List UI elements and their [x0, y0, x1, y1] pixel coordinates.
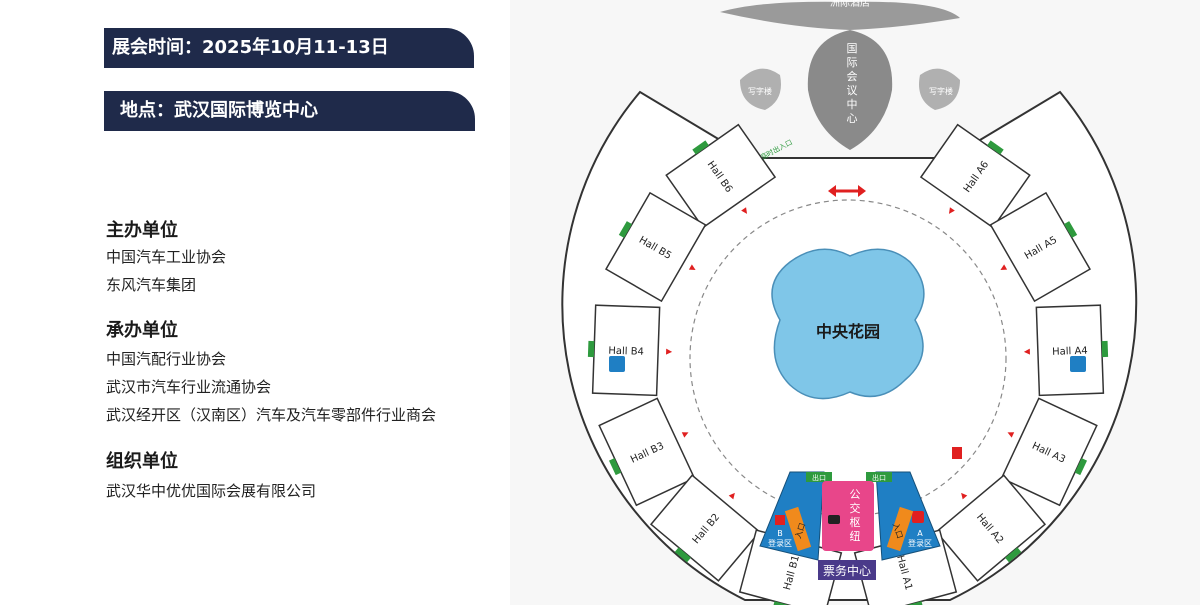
hall-shape	[989, 191, 1091, 303]
venue-banner: 地点：武汉国际博览中心	[104, 91, 475, 131]
registration-b-label: 登录区	[768, 538, 792, 548]
hall-block: Hall A3	[1000, 397, 1098, 507]
hall-arrow-icon	[1007, 432, 1015, 438]
hall-block: Hall A5	[989, 191, 1091, 303]
hall-exit-sign	[692, 140, 709, 155]
exhibition-time-banner: 展会时间：2025年10月11-13日	[104, 28, 474, 68]
hall-shape	[1035, 304, 1105, 397]
hall-exit-sign	[674, 547, 691, 563]
hall-block: Hall A2	[935, 474, 1047, 582]
office-left	[740, 68, 781, 110]
hall-arrow-icon	[681, 432, 689, 438]
entrance-b	[784, 506, 812, 552]
hall-arrow-icon	[1023, 348, 1030, 355]
first-aid-icon	[775, 515, 785, 525]
hall-exit-sign	[608, 458, 622, 476]
bus-hub-char: 枢	[850, 515, 861, 529]
hall-block: Hall B5	[605, 191, 707, 303]
office-left-label: 写字楼	[748, 86, 772, 96]
exit-left-label: 出口	[812, 473, 826, 482]
hall-arrow-icon	[666, 348, 673, 355]
hall-label: Hall B4	[608, 346, 644, 358]
hall-block: Hall B2	[649, 474, 761, 582]
bus-hub-char: 公	[850, 488, 861, 501]
hall-arrow-icon	[1000, 264, 1008, 270]
hall-exit-sign	[1074, 458, 1088, 476]
hall-arrow-icon	[688, 264, 696, 270]
hall-shape	[598, 397, 696, 507]
inner-walkway	[689, 199, 1007, 517]
bus-hub-char: 交	[850, 501, 861, 515]
conference-center-char: 际	[847, 56, 858, 69]
host-item: 中国汽车工业协会	[106, 248, 227, 266]
hall-shape	[919, 123, 1031, 229]
conference-center-char: 中	[847, 98, 858, 111]
bus-hub-char: 纽	[850, 529, 861, 543]
ticket-center-label: 票务中心	[823, 563, 871, 578]
conference-center-char: 心	[847, 112, 858, 125]
hall-exit-sign	[987, 140, 1004, 155]
ticket-center	[818, 560, 876, 580]
hall-exit-sign	[587, 340, 595, 358]
hall-arrow-icon	[948, 207, 955, 214]
hall-label: Hall A4	[1052, 346, 1088, 358]
host-title: 主办单位	[106, 220, 178, 241]
bus-hub	[822, 481, 874, 551]
hotel-label: 洲际酒店	[830, 0, 870, 9]
hall-exit-sign	[1101, 340, 1109, 358]
organizing-unit-item: 武汉华中优优国际会展有限公司	[106, 482, 317, 500]
hall-block: Hall B4	[587, 304, 673, 397]
organizer-title: 承办单位	[106, 320, 178, 341]
hotel-building	[720, 1, 960, 30]
info-icon	[952, 447, 962, 459]
registration-a-letter: A	[917, 529, 923, 538]
hall-arrow-icon	[728, 492, 735, 500]
conference-center	[807, 30, 893, 150]
central-garden	[771, 248, 925, 400]
hall-arrow-icon	[961, 492, 968, 500]
office-right	[919, 68, 960, 110]
organizer-item: 中国汽配行业协会	[106, 350, 227, 368]
conference-center-char: 议	[847, 84, 858, 97]
police-icon	[912, 511, 924, 523]
office-right-label: 写字楼	[929, 86, 953, 96]
organizer-item: 武汉市汽车行业流通协会	[106, 378, 272, 396]
hall-shape	[665, 123, 777, 229]
organizing-unit-title: 组织单位	[106, 451, 178, 472]
hall-block: Hall B3	[598, 397, 696, 507]
hall-block: Hall A4	[1023, 304, 1109, 397]
exit-right-label: 出口	[872, 473, 886, 482]
registration-a-label: 登录区	[908, 538, 932, 548]
exit-sign-left	[806, 472, 832, 482]
organizer-item: 武汉经开区（汉南区）汽车及汽车零部件行业商会	[106, 406, 437, 424]
hall-block: Hall A6	[919, 123, 1031, 229]
escalator-icon-left	[609, 356, 625, 372]
conference-center-char: 国	[847, 42, 858, 55]
host-item: 东风汽车集团	[106, 276, 197, 294]
entrance-a	[886, 506, 914, 552]
hall-block: Hall B6	[665, 123, 777, 229]
north-arrow-icon	[828, 185, 866, 197]
hall-exit-sign	[618, 221, 633, 238]
conference-center-char: 会	[847, 70, 858, 83]
hall-exit-sign	[1063, 221, 1078, 238]
hall-exit-sign	[1005, 547, 1022, 563]
bus-icon	[828, 515, 840, 524]
garden-label: 中央花园	[816, 322, 880, 341]
escalator-icon-right	[1070, 356, 1086, 372]
hall-arrow-icon	[741, 207, 748, 214]
registration-b-letter: B	[777, 529, 783, 538]
hall-shape	[1000, 397, 1098, 507]
exit-sign-right	[866, 472, 892, 482]
